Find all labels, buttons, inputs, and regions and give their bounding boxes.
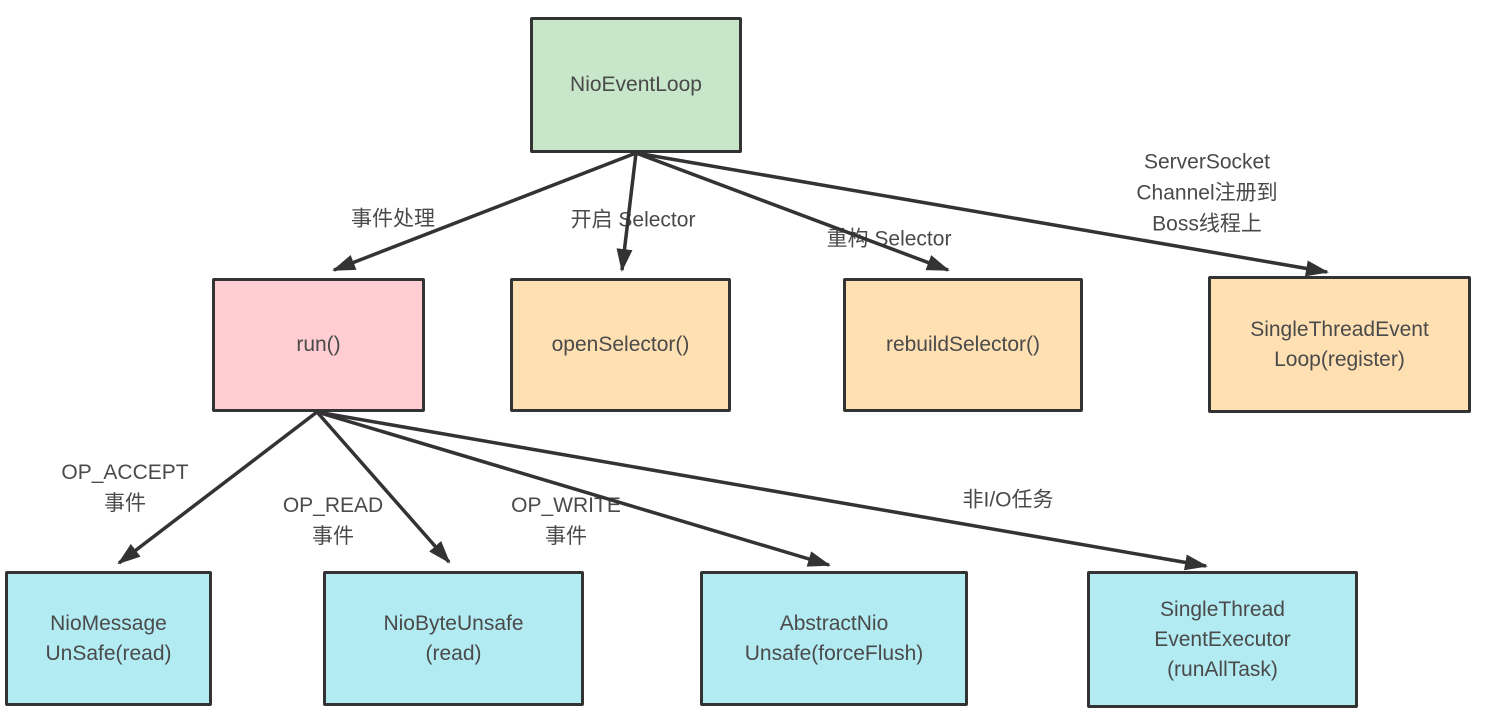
edge-label-non-io-task: 非I/O任务 (962, 488, 1054, 512)
edge-label-op-accept: OP_ACCEPT 事件 (61, 461, 189, 515)
edge-run-singlethreadeventexecutor (316, 410, 1208, 571)
edge-label-op-read: OP_READ 事件 (282, 494, 384, 548)
node-run: run() (212, 278, 425, 412)
node-abstractniounsafe: AbstractNio Unsafe(forceFlush) (700, 571, 968, 706)
edge-label-op-write: OP_WRITE 事件 (511, 494, 621, 548)
node-rebuildselector: rebuildSelector() (843, 278, 1083, 412)
node-openselector: openSelector() (510, 278, 731, 412)
node-niobyteunsafe: NioByteUnsafe (read) (323, 571, 584, 706)
node-singlethreadeventloop: SingleThreadEvent Loop(register) (1208, 276, 1471, 413)
edge-label-event-handling: 事件处理 (351, 207, 435, 231)
node-nioeventloop: NioEventLoop (530, 17, 742, 153)
node-niomessageunsafe: NioMessage UnSafe(read) (5, 571, 212, 706)
edge-label-rebuild-selector: 重构 Selector (826, 227, 952, 251)
edge-label-open-selector: 开启 Selector (570, 208, 696, 232)
edge-label-register-boss: ServerSocket Channel注册到 Boss线程上 (1136, 150, 1278, 236)
node-singlethreadeventexecutor: SingleThread EventExecutor (runAllTask) (1087, 571, 1358, 708)
